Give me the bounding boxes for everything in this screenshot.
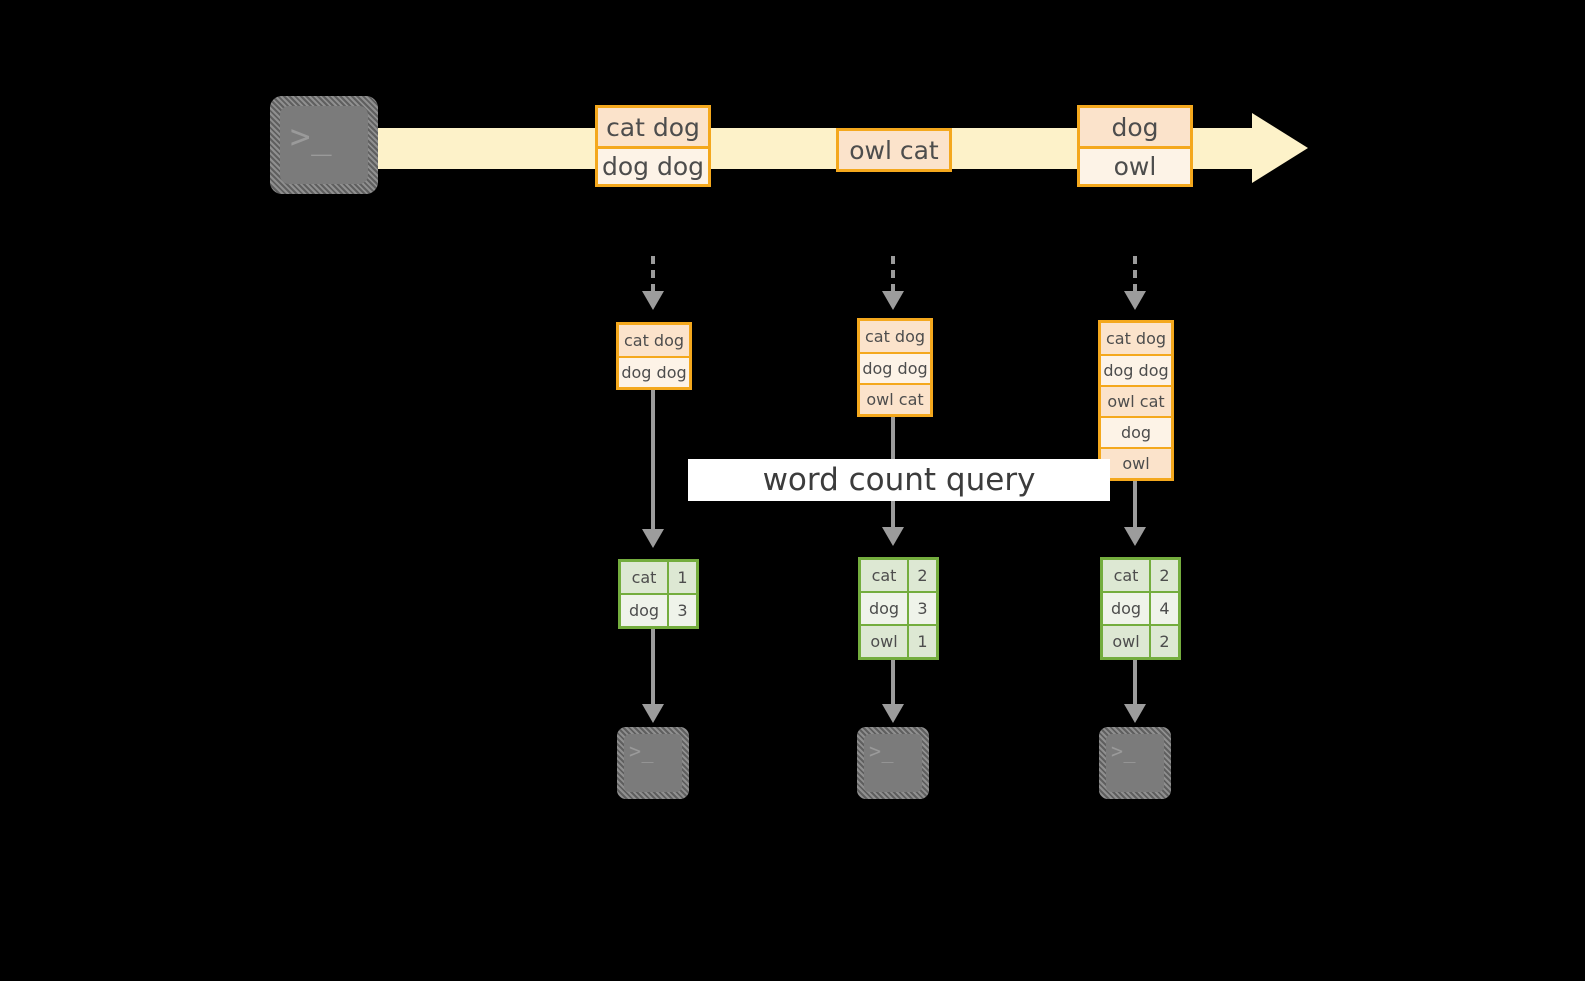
accumulated-state-3[interactable]: cat dog dog dog owl cat dog owl <box>1098 320 1174 481</box>
arrow-head-icon <box>1124 291 1146 310</box>
stream-arrow-head-icon <box>1252 113 1308 183</box>
table-row: owl 2 <box>1103 624 1178 657</box>
table-row: cat 2 <box>1103 560 1178 591</box>
result-word: cat <box>631 568 657 587</box>
arrow-head-icon <box>882 704 904 723</box>
state-row: cat dog <box>1101 323 1171 354</box>
table-row: owl 1 <box>861 624 936 657</box>
state-to-result-connector-1 <box>651 388 655 530</box>
stream-event-batch-2[interactable]: owl cat <box>836 128 952 172</box>
terminal-screen <box>624 734 682 792</box>
table-row: dog 3 <box>621 593 696 626</box>
terminal-prompt-glyph: >_ <box>290 117 333 157</box>
sink-terminal-icon-1[interactable]: >_ <box>617 727 689 799</box>
arrow-head-icon <box>642 704 664 723</box>
arrow-head-icon <box>642 291 664 310</box>
table-row: dog 3 <box>861 591 936 624</box>
stream-to-state-connector-1 <box>651 256 655 292</box>
result-word: dog <box>1110 599 1142 618</box>
state-row: dog dog <box>860 352 930 383</box>
query-banner-label: word count query <box>762 462 1036 498</box>
terminal-prompt-glyph: >_ <box>869 739 894 763</box>
result-to-sink-connector-2 <box>891 655 895 705</box>
state-to-result-connector-3 <box>1133 478 1137 528</box>
result-to-sink-connector-1 <box>651 625 655 705</box>
terminal-screen <box>864 734 922 792</box>
terminal-prompt-glyph: >_ <box>629 739 654 763</box>
event-row: owl <box>1080 146 1190 184</box>
result-word: owl <box>870 632 898 651</box>
result-count: 1 <box>907 626 936 657</box>
stream-event-batch-3[interactable]: dog owl <box>1077 105 1193 187</box>
result-to-sink-connector-3 <box>1133 655 1137 705</box>
event-row: dog dog <box>598 146 708 184</box>
state-row: cat dog <box>619 325 689 356</box>
arrow-head-icon <box>882 527 904 546</box>
terminal-prompt-glyph: >_ <box>1111 739 1136 763</box>
result-count: 3 <box>667 595 696 626</box>
result-table-1[interactable]: cat 1 dog 3 <box>618 559 699 629</box>
state-row: dog dog <box>1101 354 1171 385</box>
result-word: dog <box>868 599 900 618</box>
result-count: 3 <box>907 593 936 624</box>
accumulated-state-2[interactable]: cat dog dog dog owl cat <box>857 318 933 417</box>
event-row: owl cat <box>839 131 949 169</box>
arrow-head-icon <box>882 291 904 310</box>
event-row: dog <box>1080 108 1190 146</box>
sink-terminal-icon-3[interactable]: >_ <box>1099 727 1171 799</box>
arrow-head-icon <box>642 529 664 548</box>
state-row: owl <box>1101 447 1171 478</box>
table-row: dog 4 <box>1103 591 1178 624</box>
arrow-head-icon <box>1124 704 1146 723</box>
terminal-screen <box>1106 734 1164 792</box>
table-row: cat 1 <box>621 562 696 593</box>
result-word: dog <box>628 601 660 620</box>
accumulated-state-1[interactable]: cat dog dog dog <box>616 322 692 390</box>
result-count: 2 <box>1149 626 1178 657</box>
result-count: 1 <box>667 562 696 593</box>
result-count: 2 <box>907 560 936 591</box>
stream-to-state-connector-3 <box>1133 256 1137 292</box>
arrow-head-icon <box>1124 527 1146 546</box>
stream-event-batch-1[interactable]: cat dog dog dog <box>595 105 711 187</box>
state-row: cat dog <box>860 321 930 352</box>
terminal-screen <box>280 106 368 184</box>
sink-terminal-icon-2[interactable]: >_ <box>857 727 929 799</box>
result-table-2[interactable]: cat 2 dog 3 owl 1 <box>858 557 939 660</box>
state-row: owl cat <box>1101 385 1171 416</box>
table-row: cat 2 <box>861 560 936 591</box>
source-terminal-icon[interactable]: >_ <box>270 96 378 194</box>
query-banner: word count query <box>688 459 1110 501</box>
result-word: cat <box>1113 566 1139 585</box>
result-count: 2 <box>1149 560 1178 591</box>
event-row: cat dog <box>598 108 708 146</box>
stream-to-state-connector-2 <box>891 256 895 292</box>
state-row: owl cat <box>860 383 930 414</box>
state-row: dog <box>1101 416 1171 447</box>
state-row: dog dog <box>619 356 689 387</box>
result-word: owl <box>1112 632 1140 651</box>
result-count: 4 <box>1149 593 1178 624</box>
result-table-3[interactable]: cat 2 dog 4 owl 2 <box>1100 557 1181 660</box>
result-word: cat <box>871 566 897 585</box>
